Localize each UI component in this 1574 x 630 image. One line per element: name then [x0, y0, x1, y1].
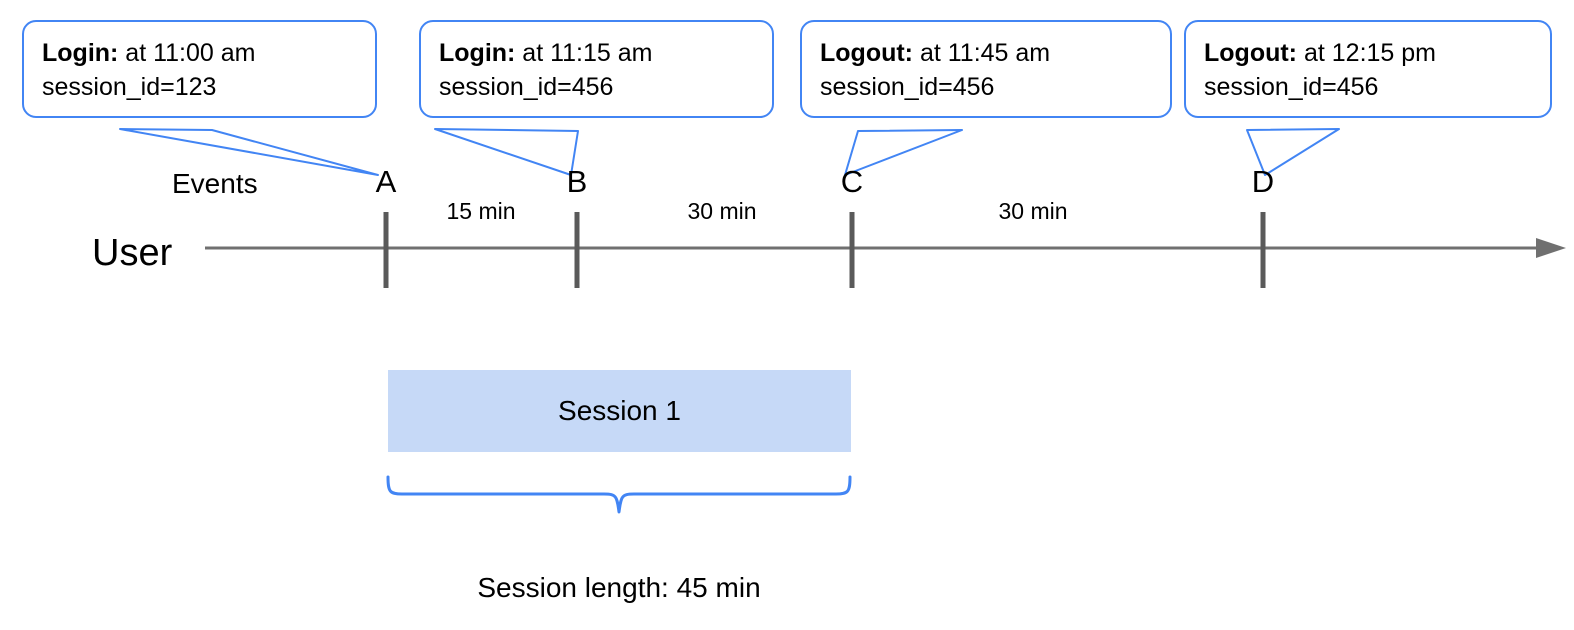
callout-c-detail: session_id=456 — [820, 73, 995, 101]
callout-b-detail: session_id=456 — [439, 73, 614, 101]
callout-tail-b — [434, 128, 579, 176]
tick-label-c: C — [840, 164, 864, 199]
duration-label-b-c: 30 min — [687, 198, 757, 224]
callout-c-time: at 11:45 am — [913, 39, 1051, 67]
callout-c-line1: Logout: at 11:45 am — [820, 36, 1152, 70]
session-bar-label: Session 1 — [558, 395, 681, 426]
callout-tail-a — [119, 128, 379, 176]
callout-bubble-c: Logout: at 11:45 am session_id=456 — [800, 20, 1172, 118]
session-brace — [386, 475, 852, 514]
tick-label-a: A — [375, 164, 397, 199]
callout-d-time: at 12:15 pm — [1297, 39, 1436, 67]
callout-a-lead: Login: — [42, 39, 119, 67]
duration-label-a-b: 15 min — [446, 198, 516, 224]
callout-c-lead: Logout: — [820, 39, 914, 67]
callout-b-time: at 11:15 am — [515, 39, 653, 67]
tick-label-b: B — [566, 164, 588, 199]
callout-tail-d — [1246, 128, 1340, 176]
callout-b-line1: Login: at 11:15 am — [439, 36, 754, 70]
callout-bubble-a: Login: at 11:00 am session_id=123 — [22, 20, 377, 118]
callout-bubble-d: Logout: at 12:15 pm session_id=456 — [1184, 20, 1552, 118]
callout-d-detail: session_id=456 — [1204, 73, 1379, 101]
callout-bubble-b: Login: at 11:15 am session_id=456 — [419, 20, 774, 118]
session-length-caption: Session length: 45 min — [477, 572, 761, 603]
callout-a-time: at 11:00 am — [118, 39, 256, 67]
row-label-user: User — [92, 232, 173, 274]
callout-a-line1: Login: at 11:00 am — [42, 36, 357, 70]
callout-a-detail: session_id=123 — [42, 73, 217, 101]
callout-tail-c — [844, 129, 963, 176]
row-label-events: Events — [172, 168, 258, 199]
callout-b-lead: Login: — [439, 39, 516, 67]
session-bar: Session 1 — [388, 370, 851, 452]
duration-label-c-d: 30 min — [998, 198, 1068, 224]
callout-d-lead: Logout: — [1204, 39, 1298, 67]
callout-d-line1: Logout: at 12:15 pm — [1204, 36, 1532, 70]
timeline-arrowhead-icon — [1536, 238, 1566, 258]
tick-label-d: D — [1251, 164, 1275, 199]
